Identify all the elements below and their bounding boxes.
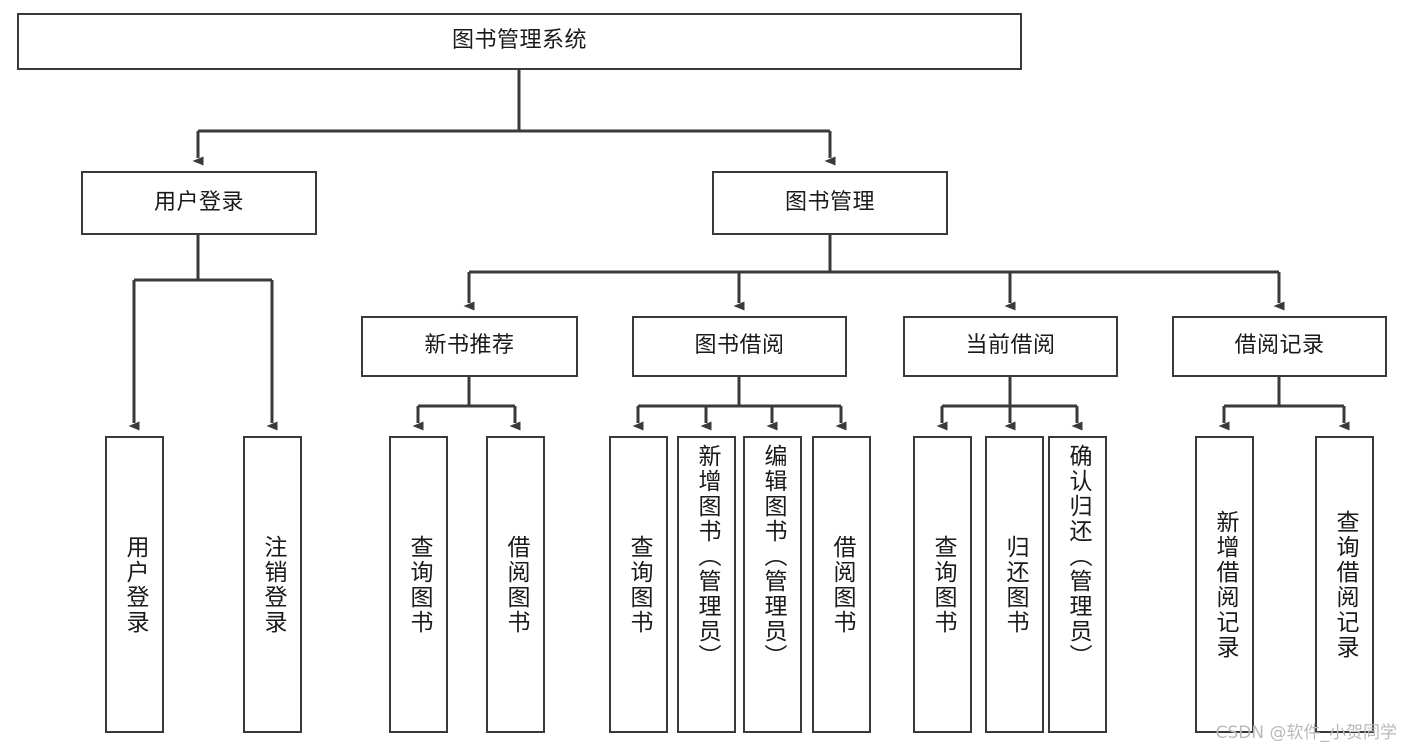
leaf-current-borrow-return-book[interactable]: 归还图书 (985, 436, 1044, 733)
node-root-book-management-system[interactable]: 图书管理系统 (17, 13, 1022, 70)
node-label: 查询图书 (626, 534, 652, 635)
node-current-borrow[interactable]: 当前借阅 (903, 316, 1118, 377)
leaf-borrow-record-add-record[interactable]: 新增借阅记录 (1195, 436, 1254, 733)
node-label: 查询图书 (930, 534, 956, 635)
node-user-login[interactable]: 用户登录 (81, 171, 317, 235)
node-book-borrow[interactable]: 图书借阅 (632, 316, 847, 377)
node-label: 借阅图书 (829, 534, 855, 635)
leaf-current-borrow-confirm-return-admin[interactable]: 确认归还（管理员） (1048, 436, 1107, 733)
node-label: 确认归还（管理员） (1065, 444, 1091, 669)
node-label: 借阅图书 (503, 534, 529, 635)
node-label: 图书管理系统 (451, 28, 587, 54)
leaf-borrow-record-query-record[interactable]: 查询借阅记录 (1315, 436, 1374, 733)
node-label: 编辑图书（管理员） (760, 444, 786, 669)
node-label: 当前借阅 (965, 333, 1056, 359)
node-label: 新增借阅记录 (1212, 509, 1238, 660)
leaf-current-borrow-query-book[interactable]: 查询图书 (913, 436, 972, 733)
leaf-book-borrow-add-book-admin[interactable]: 新增图书（管理员） (677, 436, 736, 733)
node-label: 借阅记录 (1234, 333, 1325, 359)
leaf-user-login-login[interactable]: 用户登录 (105, 436, 164, 733)
node-label: 注销登录 (260, 534, 286, 635)
node-new-book-recommend[interactable]: 新书推荐 (361, 316, 578, 377)
node-label: 用户登录 (122, 534, 148, 635)
node-label: 归还图书 (1002, 534, 1028, 635)
node-label: 图书借阅 (694, 333, 785, 359)
leaf-book-borrow-query-book[interactable]: 查询图书 (609, 436, 668, 733)
leaf-new-book-query-book[interactable]: 查询图书 (389, 436, 448, 733)
node-label: 新增图书（管理员） (694, 444, 720, 669)
node-label: 用户登录 (153, 189, 244, 215)
node-label: 查询借阅记录 (1332, 509, 1358, 660)
leaf-user-login-logout[interactable]: 注销登录 (243, 436, 302, 733)
leaf-book-borrow-borrow-book[interactable]: 借阅图书 (812, 436, 871, 733)
watermark-text: CSDN @软件_小贺同学 (1215, 723, 1397, 743)
node-book-management[interactable]: 图书管理 (712, 171, 948, 235)
leaf-book-borrow-edit-book-admin[interactable]: 编辑图书（管理员） (743, 436, 802, 733)
node-borrow-record[interactable]: 借阅记录 (1172, 316, 1387, 377)
node-label: 查询图书 (406, 534, 432, 635)
node-label: 新书推荐 (424, 333, 515, 359)
leaf-new-book-borrow-book[interactable]: 借阅图书 (486, 436, 545, 733)
node-label: 图书管理 (784, 189, 875, 215)
